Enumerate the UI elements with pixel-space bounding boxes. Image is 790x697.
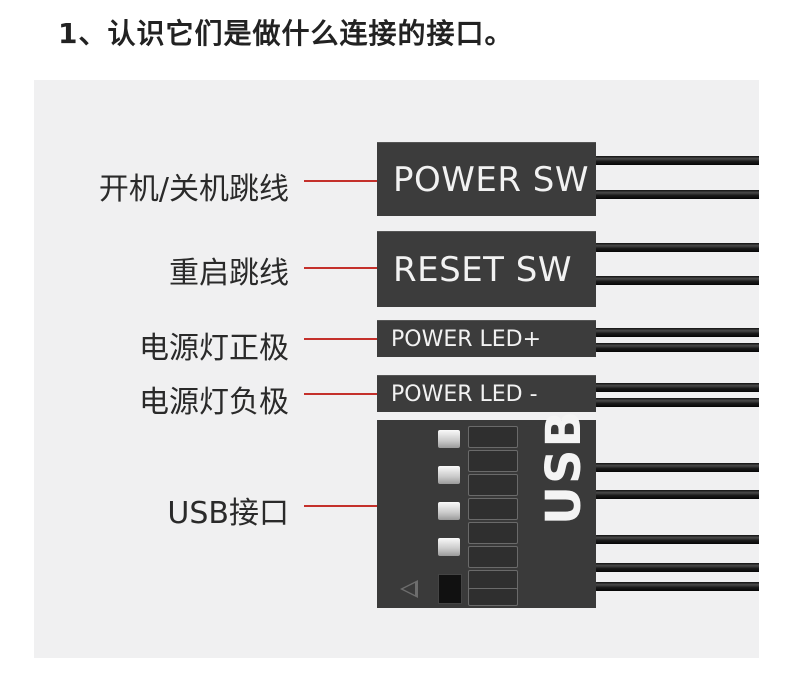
connector-power-led-negative: POWER LED - bbox=[377, 375, 596, 412]
connector-label: POWER LED - bbox=[391, 381, 538, 407]
pin-slot bbox=[468, 588, 518, 606]
pin-contact bbox=[438, 502, 460, 520]
wire bbox=[592, 463, 759, 472]
wire bbox=[592, 383, 759, 392]
connector-reset-switch: RESET SW bbox=[377, 231, 596, 307]
wire bbox=[592, 190, 759, 199]
label-reset-switch: 重启跳线 bbox=[169, 256, 289, 291]
wire bbox=[592, 398, 759, 407]
connector-label: POWER LED+ bbox=[391, 326, 542, 352]
label-power-switch: 开机/关机跳线 bbox=[98, 172, 289, 207]
label-usb: USB接口 bbox=[167, 496, 289, 531]
pin-contact bbox=[438, 538, 460, 556]
connector-label: RESET SW bbox=[393, 249, 572, 290]
wire bbox=[592, 276, 759, 285]
leader-line bbox=[304, 267, 384, 269]
pin-contact bbox=[438, 466, 460, 484]
pin-slot bbox=[468, 474, 518, 496]
label-power-led-negative: 电源灯负极 bbox=[139, 385, 289, 420]
usb-pin-header bbox=[434, 422, 518, 608]
pin-slot bbox=[468, 546, 518, 568]
pin-slot bbox=[468, 450, 518, 472]
wire bbox=[592, 243, 759, 252]
wire bbox=[592, 343, 759, 352]
pin-contact bbox=[438, 430, 460, 448]
pin1-marker-inner bbox=[403, 583, 415, 595]
page-title: 1、认识它们是做什么连接的接口。 bbox=[58, 17, 514, 50]
label-power-led-positive: 电源灯正极 bbox=[139, 331, 289, 366]
pin-slot bbox=[468, 522, 518, 544]
connector-label: POWER SW bbox=[393, 159, 589, 200]
connector-power-led-positive: POWER LED+ bbox=[377, 320, 596, 357]
connector-power-switch: POWER SW bbox=[377, 142, 596, 216]
pin-key-block bbox=[438, 574, 462, 604]
wire bbox=[592, 563, 759, 572]
connector-diagram: 开机/关机跳线 POWER SW 重启跳线 RESET SW 电源灯正极 POW… bbox=[34, 80, 759, 658]
wire bbox=[592, 156, 759, 165]
pin-slot bbox=[468, 498, 518, 520]
wire bbox=[592, 490, 759, 499]
wire bbox=[592, 535, 759, 544]
leader-line bbox=[304, 393, 384, 395]
wire bbox=[592, 328, 759, 337]
pin-slot bbox=[468, 426, 518, 448]
leader-line bbox=[304, 338, 384, 340]
leader-line bbox=[304, 505, 384, 507]
connector-label-usb: USB bbox=[536, 408, 592, 525]
wire bbox=[592, 582, 759, 591]
leader-line bbox=[304, 180, 384, 182]
